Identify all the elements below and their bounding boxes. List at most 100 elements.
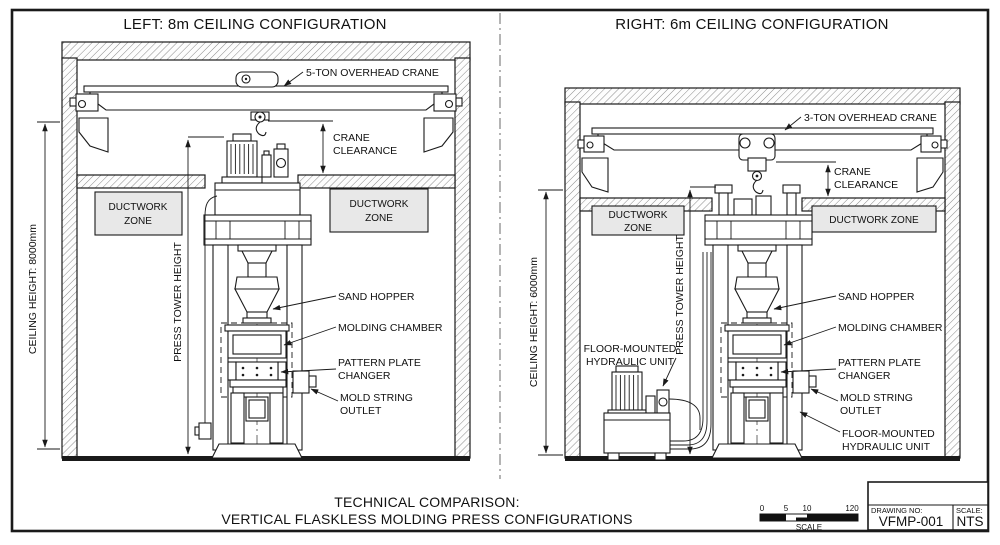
floor-hydraulic-unit: [603, 365, 671, 461]
sheet-border: [10, 8, 990, 533]
ductwork-zone-label: ZONE: [624, 223, 652, 234]
ceiling-height-label: CEILING HEIGHT: 6000mm: [528, 257, 540, 387]
left-dimensions: CEILING HEIGHT: 8000mm PRESS TOWER HEIGH…: [27, 120, 397, 455]
scale-bar: 0 5 10 120 SCALE: [759, 504, 859, 532]
right-ductwork-zones: DUCTWORK ZONE DUCTWORK ZONE: [591, 205, 937, 236]
crane-clearance-label: CRANE: [333, 132, 370, 144]
sand-hopper: [234, 276, 280, 290]
conduit: [204, 195, 218, 423]
scale-tick: 0: [760, 504, 765, 513]
left-panel: LEFT: 8m CEILING CONFIGURATION DUCTWORK …: [27, 16, 471, 461]
hydraulic-reservoir: [214, 182, 301, 216]
ductwork-zone-label: ZONE: [124, 216, 152, 227]
press-tower-height-label: PRESS TOWER HEIGHT: [674, 235, 686, 355]
pattern-plate-changer-label: CHANGER: [338, 370, 391, 382]
press-tower-height-label: PRESS TOWER HEIGHT: [172, 242, 184, 362]
pattern-plate-changer-label: PATTERN PLATE: [838, 357, 921, 369]
drawing-no-label: DRAWING NO:: [871, 506, 922, 515]
sand-hopper: [734, 276, 780, 290]
ductwork-zone-box: [811, 205, 937, 233]
ductwork-zone-label: DUCTWORK: [350, 199, 409, 210]
ductwork-zone-label: ZONE: [365, 213, 393, 224]
crane-runway-bracket: [423, 117, 454, 153]
crane-clearance-label: CRANE: [834, 166, 871, 178]
left-room-ceiling-wall: [61, 41, 471, 61]
sand-hopper-label: SAND HOPPER: [838, 291, 915, 303]
sand-hopper-label: SAND HOPPER: [338, 291, 415, 303]
crane-clearance-label: CLEARANCE: [834, 179, 898, 191]
crane-leader: [784, 116, 802, 131]
crane-label: 3-TON OVERHEAD CRANE: [804, 112, 937, 124]
right-room-right-wall: [944, 101, 961, 459]
ductwork-zone-label: DUCTWORK: [109, 202, 168, 213]
mold-string-outlet-label: OUTLET: [840, 405, 882, 417]
footer: TECHNICAL COMPARISON: VERTICAL FLASKLESS…: [221, 481, 989, 532]
floor-hydraulic-label-upper: HYDRAULIC UNIT: [586, 356, 675, 368]
crane-runway-bracket: [916, 157, 944, 193]
left-press-machine: [194, 133, 317, 459]
ductwork-zone-box: [94, 191, 183, 236]
left-callouts: SAND HOPPER MOLDING CHAMBER PATTERN PLAT…: [272, 291, 443, 417]
ductwork-zone-box: [329, 188, 429, 233]
left-ductwork-zones: DUCTWORK ZONE DUCTWORK ZONE: [94, 188, 429, 236]
floor-hydraulic-label-lower: FLOOR-MOUNTED: [842, 428, 935, 440]
molding-chamber-label: MOLDING CHAMBER: [338, 322, 443, 334]
left-overhead-crane: 5-TON OVERHEAD CRANE: [69, 67, 463, 153]
crane-clearance-label: CLEARANCE: [333, 145, 397, 157]
sand-hopper-cone: [734, 288, 780, 313]
guide-rod: [718, 192, 729, 216]
right-room-ceiling-wall: [564, 87, 961, 105]
hydraulic-reservoir: [603, 412, 671, 454]
mold-string-outlet-label: MOLD STRING: [340, 392, 413, 404]
title-block: DRAWING NO: VFMP-001 SCALE: NTS: [867, 481, 989, 531]
left-soffit-right: [297, 174, 456, 189]
molding-chamber-label: MOLDING CHAMBER: [838, 322, 943, 334]
press-base: [211, 443, 303, 459]
footer-subtitle: VERTICAL FLASKLESS MOLDING PRESS CONFIGU…: [221, 511, 632, 527]
drawing-no-value: VFMP-001: [879, 514, 944, 529]
right-panel-title: RIGHT: 6m CEILING CONFIGURATION: [615, 16, 888, 33]
crane-runway-bracket: [581, 157, 609, 193]
left-soffit-left: [76, 174, 206, 189]
right-callouts: FLOOR-MOUNTED HYDRAULIC UNIT SAND HOPPER…: [584, 291, 943, 453]
scale-tick: 120: [845, 504, 859, 513]
mold-string-outlet-label: MOLD STRING: [840, 392, 913, 404]
scale-value: NTS: [957, 514, 984, 529]
right-panel: RIGHT: 6m CEILING CONFIGURATION DUCTWORK…: [528, 16, 961, 461]
guide-rod: [786, 192, 797, 216]
pattern-plate-changer: [735, 361, 779, 381]
sand-hopper-cone: [234, 288, 280, 313]
top-mounted-hydraulic-unit: [214, 133, 301, 216]
crane-hook-block: [747, 157, 767, 172]
crane-runway-bracket: [78, 117, 109, 153]
press-crosshead: [203, 214, 312, 246]
left-room-right-wall: [454, 57, 471, 459]
pattern-plate-changer-label: PATTERN PLATE: [338, 357, 421, 369]
valve-stack: [645, 395, 656, 414]
press-column: [286, 244, 303, 451]
hydraulic-motor: [611, 371, 643, 414]
hydraulic-motor: [226, 140, 258, 178]
press-column: [712, 244, 729, 451]
footer-title: TECHNICAL COMPARISON:: [334, 494, 519, 510]
pattern-plate-changer: [235, 361, 279, 381]
mold-string-outlet-label: OUTLET: [340, 405, 382, 417]
press-base: [711, 443, 803, 459]
ductwork-zone-label: DUCTWORK: [609, 210, 668, 221]
mold-string-outlet: [292, 370, 310, 394]
right-dimensions: CEILING HEIGHT: 6000mm PRESS TOWER HEIGH…: [528, 161, 898, 456]
floor-hydraulic-label-lower: HYDRAULIC UNIT: [842, 441, 931, 453]
crane-girder-bottom-chord: [89, 97, 443, 111]
crane-label: 5-TON OVERHEAD CRANE: [306, 67, 439, 79]
left-room-left-wall: [61, 57, 78, 459]
right-overhead-crane: 3-TON OVERHEAD CRANE: [577, 112, 948, 195]
scale-tick: 5: [784, 504, 789, 513]
crane-hook: [752, 179, 764, 195]
left-panel-title: LEFT: 8m CEILING CONFIGURATION: [123, 16, 386, 33]
ceiling-height-label: CEILING HEIGHT: 8000mm: [27, 224, 39, 354]
press-column: [212, 244, 229, 451]
crane-hook: [255, 121, 267, 137]
scale-label: SCALE:: [956, 506, 983, 515]
ductwork-zone-box: [591, 205, 685, 236]
crane-leader: [283, 71, 304, 87]
